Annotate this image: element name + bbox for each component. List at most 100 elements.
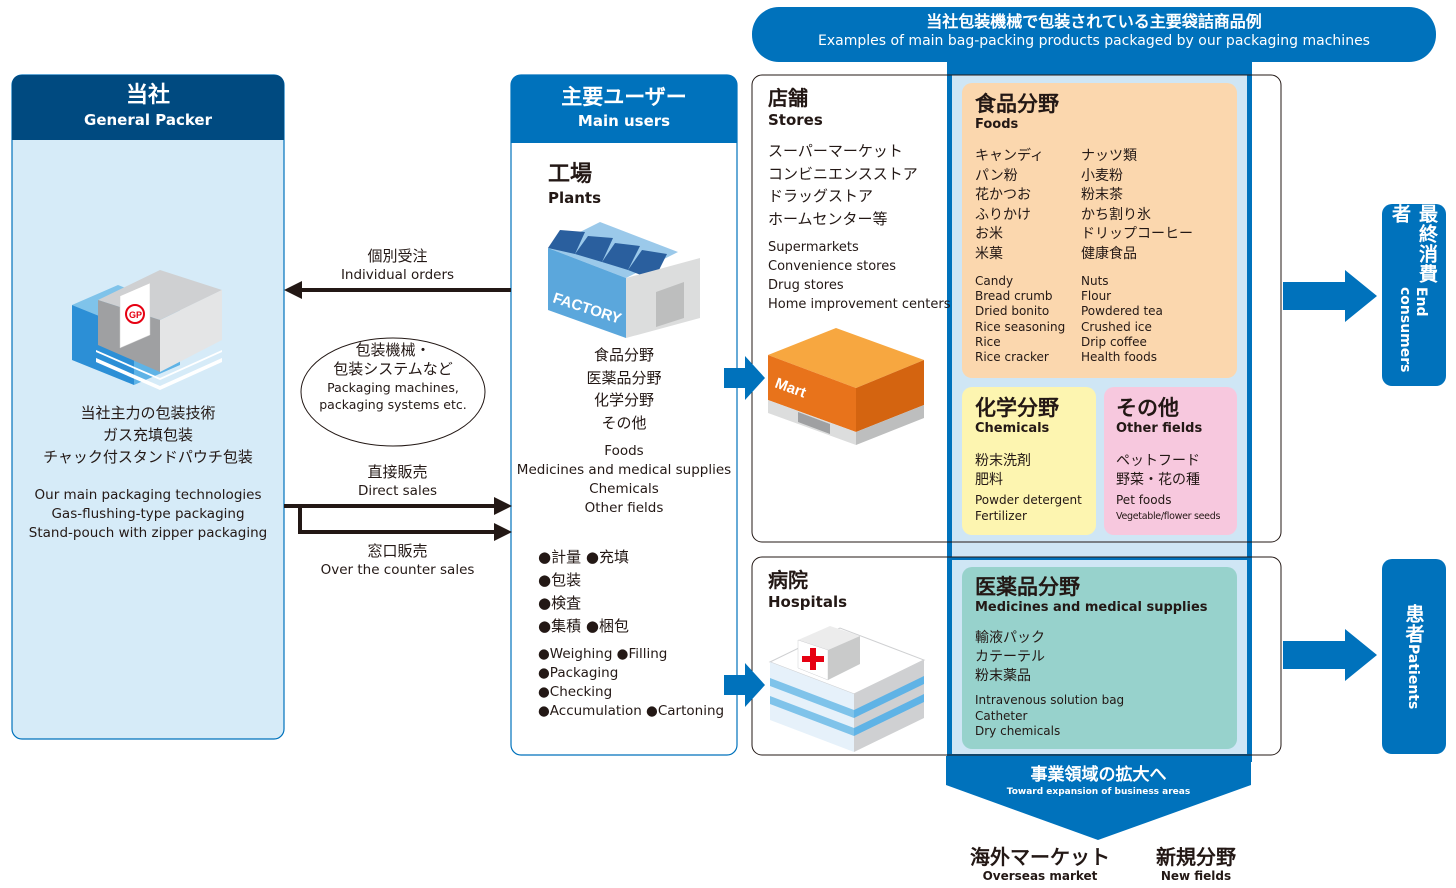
medicine-item: 輸液パック [975,630,1045,646]
tech-jp-line: ガス充填包装 [102,426,193,444]
plants-title-en: Plants [548,189,602,207]
chemicals-box [962,387,1096,535]
store-jp: ホームセンター等 [768,209,888,228]
arrow-to-consumers [1283,270,1377,322]
foods-box [962,83,1237,378]
processes-en: ●Weighing ●Filling ●Packaging ●Checking … [538,645,724,721]
direct-sales-label: 直接販売 Direct sales [300,462,495,500]
new-fields: 新規分野 New fields [1138,845,1254,884]
food-item: パン粉 [975,167,1018,184]
tech-jp-line: 当社主力の包装技術 [80,404,216,422]
other-box [1104,387,1237,535]
store-en: Home improvement centers [768,297,951,312]
chemicals-title-en: Chemicals [975,421,1050,436]
food-item: かち割り氷 [1081,206,1151,223]
foods-col2-jp: ナッツ類 小麦粉 粉末茶 かち割り氷 ドリップコーヒー 健康食品 [1081,147,1193,264]
individual-orders-jp: 個別受注 [367,247,428,265]
counter-sales-label: 窓口販売 Over the counter sales [300,541,495,579]
patients-en: Patients [1405,643,1421,710]
chemical-item: Powder detergent [975,493,1082,507]
medicine-title-en: Medicines and medical supplies [975,600,1208,615]
overseas-jp: 海外マーケット [970,845,1110,869]
expansion-arrow [946,756,1251,840]
medicine-title-jp: 医薬品分野 [975,575,1080,599]
store-jp: ドラッグストア [768,187,874,205]
main-users-header: 主要ユーザー Main users [511,84,737,131]
process-jp: ●検査 [538,594,582,612]
chemical-item: Fertilizer [975,508,1027,523]
arrow-to-patients [1283,629,1377,681]
company-tech-jp: 当社主力の包装技術 ガス充填包装 チャック付スタンドパウチ包装 [12,402,284,468]
counter-sales-arrow [494,523,512,541]
chemicals-title-jp: 化学分野 [975,396,1059,420]
end-consumers-jp: 最終消費者 [1389,204,1438,284]
processes-jp: ●計量 ●充填 ●包装 ●検査 ●集積 ●梱包 [538,546,629,638]
company-header: 当社 General Packer [12,82,284,130]
ellipse-en-line: packaging systems etc. [319,397,467,412]
food-item: Rice cracker [975,350,1049,365]
top-banner-title-en: Examples of main bag-packing products pa… [818,33,1370,49]
store-en: Supermarkets [768,240,859,255]
foods-title-jp: 食品分野 [975,92,1059,116]
expansion-label: 事業領域の拡大へ Toward expansion of business ar… [946,764,1251,798]
ellipse-jp-line: 包装機械・ [355,341,431,359]
end-consumers-en: End consumers [1397,286,1429,373]
tech-en-line: Our main packaging technologies [34,487,262,503]
expansion-title-en: Toward expansion of business areas [1006,787,1191,797]
medicine-item: Dry chemicals [975,724,1061,738]
svg-text:GP: GP [129,310,142,320]
medicine-list-jp: 輸液パック カテーテル 粉末薬品 [975,629,1045,686]
individual-orders-en: Individual orders [340,267,455,283]
process-en: ●Packaging [538,665,619,681]
store-en: Drug stores [768,278,844,293]
food-item: 小麦粉 [1081,167,1123,184]
other-title-en: Other fields [1116,421,1203,436]
food-item: 粉末茶 [1081,187,1123,203]
stores-list-en: Supermarkets Convenience stores Drug sto… [768,238,950,314]
other-heading: その他 Other fields [1116,396,1202,437]
foods-col1-en: Candy Bread crumb Dried bonito Rice seas… [975,274,1065,365]
counter-sales-jp: 窓口販売 [367,542,428,560]
hospital-illustration [768,626,926,752]
user-fields-en: Foods Medicines and medical supplies Che… [511,442,737,518]
patients-box [1382,559,1446,754]
food-item: ふりかけ [975,206,1031,223]
ellipse-jp-line: 包装システムなど [333,360,453,378]
food-item: Bread crumb [975,289,1053,304]
direct-sales-en: Direct sales [357,483,438,499]
chemicals-heading: 化学分野 Chemicals [975,396,1059,437]
end-consumers-box [1382,204,1446,386]
food-item: 花かつお [975,187,1031,203]
medicine-item: カテーテル [975,649,1045,665]
plants-heading: 工場 Plants [548,162,601,208]
stores-title-en: Stores [768,111,823,129]
other-item: Vegetable/flower seeds [1116,510,1221,522]
foods-title-en: Foods [975,117,1019,132]
field-en: Medicines and medical supplies [516,462,732,478]
overseas-market: 海外マーケット Overseas market [946,845,1134,884]
medicine-heading: 医薬品分野 Medicines and medical supplies [975,575,1208,616]
food-item: 米菓 [975,245,1003,262]
food-item: Rice [975,334,1001,349]
factory-illustration: FACTORY [548,222,700,338]
field-en: Chemicals [589,481,659,497]
company-title-en: General Packer [84,111,212,129]
medicine-item: Catheter [975,708,1028,723]
other-item: Pet foods [1116,493,1172,507]
field-jp: 食品分野 [593,346,654,364]
chemical-item: 粉末洗剤 [975,453,1031,469]
food-item: Drip coffee [1081,334,1147,349]
food-item: Candy [975,274,1014,288]
main-users-title-jp: 主要ユーザー [561,85,687,109]
other-list-en: Pet foods Vegetable/flower seeds [1116,493,1220,524]
process-jp: ●計量 ●充填 [538,548,629,566]
ellipse-label: 包装機械・ 包装システムなど Packaging machines, packa… [301,341,485,413]
store-jp: コンビニエンスストア [768,164,918,183]
packaging-machine-illustration: GP [72,270,222,390]
products-ellipse [300,337,486,447]
mart-illustration: Mart [768,328,924,445]
foods-heading: 食品分野 Foods [975,92,1059,133]
stores-heading: 店舗 Stores [768,86,823,130]
food-item: ドリップコーヒー [1081,226,1193,242]
